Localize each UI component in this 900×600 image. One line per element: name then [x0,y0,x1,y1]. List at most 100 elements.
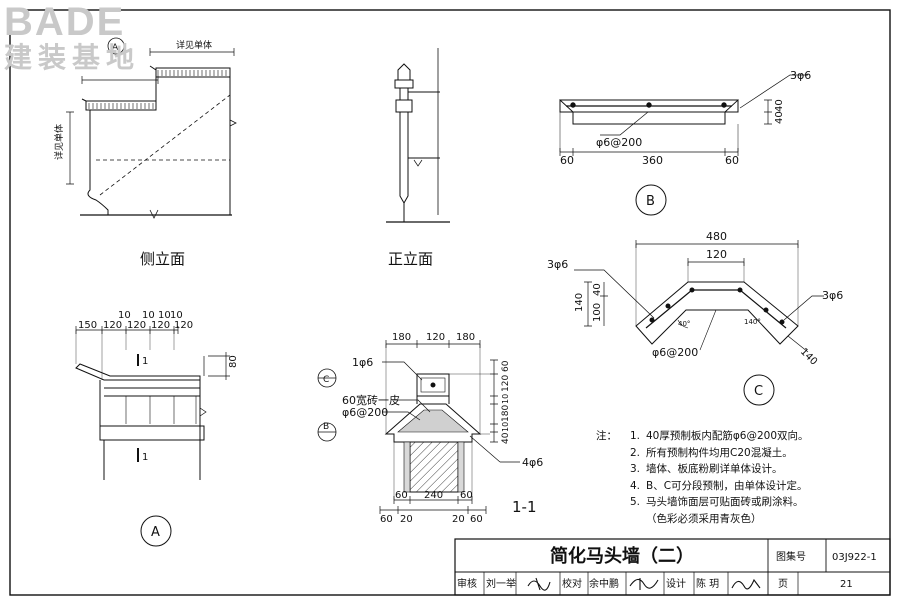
checker-name: 刘一举 [486,577,516,590]
note-number: 2. [630,446,641,459]
section-dim-right-1: 60 [501,360,511,372]
detail-c-inner-width: 120 [706,248,727,261]
section-marker-c-label: C [323,375,329,385]
marker-b [635,184,667,216]
detail-a-dim-120-2: 120 [127,320,146,331]
detail-b-dim-1: 60 [560,154,574,167]
note-text: 所有预制构件均用C20混凝土。 [646,446,793,459]
section-dim-bottom-3: 60 [460,490,473,501]
note-item: 5. 马头墙饰面层可贴面砖或刷涂料。 [630,494,896,511]
detail-a-dim-right: 80 [228,355,239,368]
marker-b-label: B [646,194,655,209]
section-dim-bottom-5: 20 [400,514,413,525]
note-number: 1. [630,430,641,442]
detail-c-drawing [574,240,824,353]
marker-a-label: A [151,525,160,540]
notes-heading: 注： [596,430,617,442]
section-dim-bottom-2: 240 [424,490,443,501]
section-dim-right-3: 10 [501,394,510,404]
detail-b-drawing [559,74,808,156]
section-dim-top-1: 180 [392,332,411,343]
title-block [454,538,891,596]
section-label-stirrup: φ6@200 [342,406,388,419]
note-text: 马头墙饰面层可贴面砖或刷涂料。 [646,496,804,508]
design-label: 设计 [666,577,686,590]
detail-b-stirrup: φ6@200 [596,136,642,149]
detail-a-dim-10-4: 10 [170,310,183,321]
note-item: 4. B、C可分段预制，由单体设计定。 [630,478,896,495]
section-view-label: 1-1 [512,498,537,516]
page-number: 21 [840,579,853,590]
marker-c [743,374,775,406]
note-item: 2. 所有预制构件均用C20混凝土。 [630,445,896,462]
detail-a-dim-120-3: 120 [151,320,170,331]
section-marker-b [317,422,337,442]
section-1-1-drawing [379,340,520,514]
detail-b-dim-2: 360 [642,154,663,167]
marker-c-label: C [754,384,763,399]
note-text: B、C可分段预制，由单体设计定。 [646,479,808,492]
detail-a-dim-120-4: 120 [174,320,193,331]
detail-a-dim-120-1: 120 [103,320,122,331]
section-dim-right-4: 180 [501,405,511,422]
detail-a-dim-10-3: 10 [158,310,171,321]
detail-c-dim-left-1: 140 [574,293,585,312]
detail-c-side-len: 140 [798,346,819,367]
drawing-title: 简化马头墙（二） [550,545,694,567]
detail-c-bars-left: 3φ6 [547,258,568,271]
marker-a-side [107,37,125,55]
section-dim-top-2: 120 [426,332,445,343]
notes-list: 1. 40厚预制板内配筋φ6@200双向。 2. 所有预制构件均用C20混凝土。 3… [596,428,896,527]
detail-b-dim-3: 60 [725,154,739,167]
section-dim-right-5: 10 [501,422,510,432]
section-marker-c [317,368,337,388]
detail-a-drawing [75,326,230,480]
notes-block: 注： 1. 40厚预制板内配筋φ6@200双向。 2. 所有预制构件均用C20混凝土… [596,428,896,527]
section-dim-right-6: 40 [501,432,511,444]
proofer-name: 余中鹏 [589,577,619,590]
note-number: 5. [630,496,641,508]
note-item: 3. 墙体、板底粉刷详单体设计。 [630,461,896,478]
side-elevation-drawing [66,48,237,219]
section-marker-b-label: B [323,422,329,432]
detail-c-top-width: 480 [706,230,727,243]
detail-a-dim-10-2: 10 [142,310,155,321]
atlas-number: 03J922-1 [832,552,877,563]
detail-a-dim-10-1: 10 [118,310,131,321]
detail-b-dim-right-1: 40 [774,99,785,112]
detail-c-bars-right: 3φ6 [822,289,843,302]
sheet-border [9,9,891,596]
atlas-label: 图集号 [776,550,806,563]
detail-b-dim-right-2: 40 [774,111,785,124]
detail-b-bars: 3φ6 [790,69,811,82]
check-label: 审核 [457,577,477,590]
detail-a-section-mark-top: 1 [142,356,148,367]
side-detail-note-left: 详见单体 [53,124,65,160]
section-dim-bottom-7: 60 [470,514,483,525]
note-number: 4. [630,479,641,492]
section-dim-right-2: 120 [501,375,511,392]
note-item: 1. 40厚预制板内配筋φ6@200双向。 [630,428,896,445]
note-continuation: （色彩必须采用青灰色） [630,511,896,528]
page-label: 页 [778,578,788,590]
detail-c-angle-1: 40° [678,320,690,328]
section-label-4phi6: 4φ6 [522,456,543,469]
side-detail-note-top: 详见单体 [176,39,212,51]
note-text: 墙体、板底粉刷详单体设计。 [646,463,783,475]
section-dim-bottom-4: 60 [380,514,393,525]
section-dim-bottom-1: 60 [395,490,408,501]
front-elevation-label: 正立面 [388,250,433,268]
section-label-1phi6: 1φ6 [352,356,373,369]
section-dim-top-3: 180 [456,332,475,343]
designer-name: 陈 玥 [696,577,719,590]
note-number: 3. [630,463,641,475]
section-label-brick: 60宽砖一皮 [342,393,400,407]
side-marker-a-label: A [112,43,119,53]
side-elevation-label: 侧立面 [140,250,185,268]
note-continuation-text: （色彩必须采用青灰色） [646,512,762,525]
detail-c-angle-2: 140° [744,318,761,326]
detail-a-dim-150: 150 [78,320,97,331]
front-elevation-drawing [386,48,450,223]
note-text: 40厚预制板内配筋φ6@200双向。 [646,430,809,442]
